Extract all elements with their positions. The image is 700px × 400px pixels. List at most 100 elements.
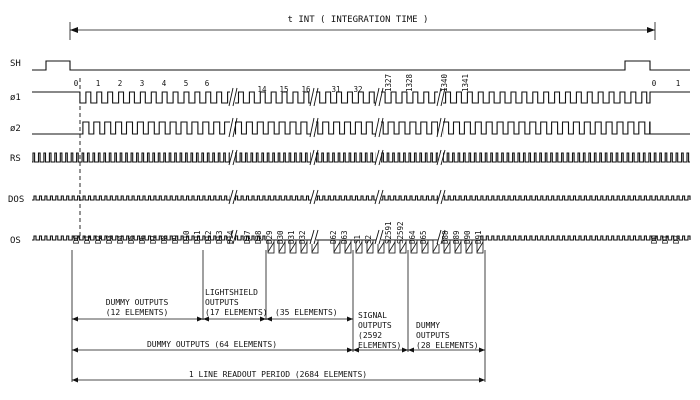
os-label: D2 [94, 235, 103, 244]
os-label: D5 [127, 235, 136, 244]
break-gap [376, 150, 381, 165]
group-boundaries [71, 250, 486, 382]
elements35-label: (35 ELEMENTS) [275, 308, 338, 317]
pulse-label: 6 [205, 79, 210, 88]
os-label: D32 [298, 230, 307, 244]
os-output-hatch [476, 241, 484, 253]
break-slash [436, 117, 442, 138]
os-label: D13 [215, 230, 224, 244]
break-slash [440, 117, 446, 138]
waveforms [32, 60, 691, 254]
pulse-label: 1341 [461, 74, 470, 92]
os-output-hatch [465, 241, 473, 253]
pulse-label: 4 [162, 79, 167, 88]
lightshield-label-line3: (17 ELEMENTS) [205, 308, 268, 317]
dim-signal-arrow-right [402, 347, 408, 353]
break-slash [378, 189, 384, 205]
break-gap [376, 88, 381, 106]
break-slash [436, 87, 442, 107]
os-label: D2 [672, 235, 681, 244]
os-output-hatch [443, 241, 451, 253]
break-slash [440, 189, 446, 205]
break-gap [438, 150, 443, 165]
pulse-label: 16 [301, 85, 311, 94]
os-output-hatch [388, 241, 396, 253]
os-output-hatch [454, 241, 462, 253]
break-slash [436, 189, 442, 205]
lightshield-label-line2: OUTPUTS [205, 298, 239, 307]
break-slash [232, 117, 238, 138]
integration-time-bracket: t INT ( INTEGRATION TIME ) [69, 13, 656, 40]
dim-35-arrow-left [266, 316, 272, 322]
break-gap [438, 230, 443, 244]
break-slash [374, 87, 380, 107]
os-output-hatch [289, 241, 297, 253]
os-label: D0 [72, 234, 81, 244]
break-slash [309, 149, 315, 166]
break-slash [440, 87, 446, 107]
os-label: D14 [226, 230, 235, 244]
signal-label-line1: SIGNAL [358, 311, 387, 320]
os-output-hatch [410, 241, 418, 253]
break-slash [228, 189, 234, 205]
lightshield-label-line1: LIGHTSHIELD [205, 288, 258, 297]
break-gap [230, 118, 235, 137]
break-slash [232, 149, 238, 166]
os-label: D1 [661, 235, 670, 244]
break-gap [230, 88, 235, 106]
os-output-hatch [278, 241, 286, 253]
pulse-label: 0 [74, 79, 79, 88]
pulse-label: 3 [140, 79, 145, 88]
dim-dummy12-arrow-right [197, 316, 203, 322]
break-slash [228, 149, 234, 166]
signal-label-phi2: ø2 [10, 124, 21, 134]
break-gap [230, 190, 235, 204]
os-output-hatch [267, 241, 275, 253]
os-label: D90 [463, 230, 472, 244]
break-gap [311, 88, 316, 106]
pulse-label: 1340 [440, 73, 449, 92]
break-slash [374, 229, 380, 245]
os-label: S1 [353, 235, 362, 244]
break-gap [438, 88, 443, 106]
phi1-waveform [32, 91, 690, 104]
signal-label-dos: DOS [8, 195, 24, 205]
os-label: D29 [265, 230, 274, 244]
os-label: D27 [243, 230, 252, 244]
pulse-label: 0 [652, 79, 657, 88]
break-gap [230, 150, 235, 165]
break-slash [378, 149, 384, 166]
break-slash [374, 149, 380, 166]
pulse-label: 2 [118, 79, 123, 88]
os-label: D31 [287, 230, 296, 244]
os-output-hatch [300, 241, 308, 253]
os-label: D12 [204, 230, 213, 244]
phi1-pulse-labels: 0 1 2 3 4 5 6 14 15 16 31 32 1327 1328 1… [74, 73, 681, 94]
dummy28-label-line2: OUTPUTS [416, 331, 450, 340]
os-output-hatch [311, 241, 319, 253]
os-label: D7 [149, 235, 158, 244]
break-gap [438, 118, 443, 137]
break-gap [376, 190, 381, 204]
os-label: D1 [83, 235, 92, 244]
rs-waveform [32, 152, 690, 163]
pulse-label: 14 [257, 85, 267, 94]
dim-lightshield-arrow-right [260, 316, 266, 322]
os-element-labels: D0 D1 D2 D3 D4 D5 D6 D7 D8 D9 D10 D11 D1… [72, 221, 681, 244]
break-slash [232, 189, 238, 205]
signal-labels: SH ø1 ø2 RS DOS OS [8, 59, 24, 246]
dim-dummy12-arrow-left [72, 316, 78, 322]
break-slash [313, 189, 319, 205]
os-label: D8 [160, 234, 169, 244]
os-label: D11 [193, 230, 202, 244]
os-label: D10 [182, 230, 191, 244]
break-slash [313, 117, 319, 138]
break-slash [313, 229, 319, 245]
os-label: D89 [452, 230, 461, 244]
os-label: D63 [340, 230, 349, 244]
break-slash [374, 189, 380, 205]
signal-label-line4: ELEMENTS) [358, 341, 401, 350]
break-slash [436, 149, 442, 166]
os-output-hatch [421, 241, 429, 253]
